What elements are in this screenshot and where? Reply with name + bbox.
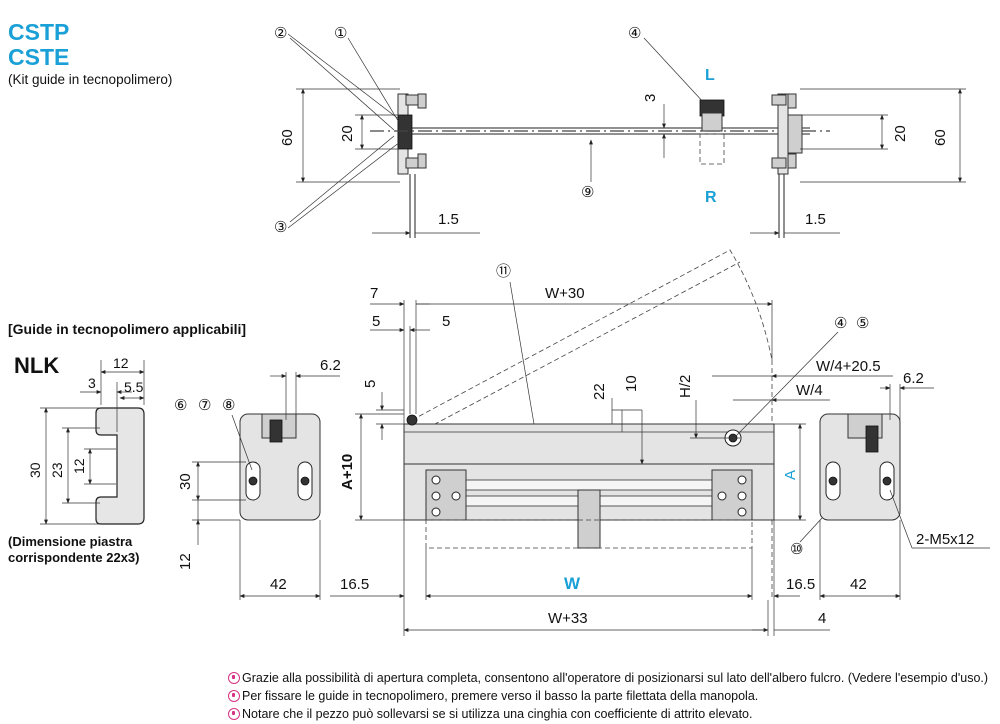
dim-42-left: 42 [270, 576, 287, 593]
callout-8: ⑧ [222, 397, 235, 414]
info-pin-icon [228, 672, 240, 684]
dim-16-5-left: 16.5 [340, 576, 369, 593]
label-m5x12: 2-M5x12 [916, 531, 974, 548]
callout-5: ⑤ [856, 315, 869, 332]
top-view: 60 20 1.5 3 L R 20 60 1.5 ② ① [274, 25, 966, 238]
dim-16-5-right: 16.5 [786, 576, 815, 593]
callout-4-front: ④ [834, 315, 847, 332]
nlk-dim-30: 30 [27, 462, 43, 478]
note-text: Notare che il pezzo può sollevarsi se si… [242, 707, 753, 721]
note-item: Notare che il pezzo può sollevarsi se si… [228, 705, 998, 723]
callout-2: ② [274, 25, 287, 42]
dim-5c: 5 [362, 380, 379, 388]
callout-4-top: ④ [628, 25, 641, 42]
dim-W4: W/4 [796, 382, 823, 399]
product-code-cstp: CSTP [8, 19, 69, 45]
nlk-dim-3: 3 [88, 375, 96, 391]
nlk-note-line1: (Dimensione piastra [8, 534, 133, 549]
dim-left-20: 20 [339, 125, 356, 142]
nlk-dim-5-5: 5.5 [124, 379, 144, 395]
dim-5a: 5 [372, 313, 380, 330]
dim-right-20: 20 [892, 125, 909, 142]
dim-A10: A+10 [339, 454, 356, 490]
dim-H2: H/2 [677, 375, 694, 398]
notes-block: Grazie alla possibilità di apertura comp… [228, 669, 998, 723]
note-text: Grazie alla possibilità di apertura comp… [242, 671, 989, 685]
dim-W4-20-5: W/4+20.5 [816, 358, 881, 375]
applicable-guide-panel: [Guide in tecnopolimero applicabili] NLK… [8, 321, 246, 565]
label-L: L [705, 67, 715, 84]
label-R: R [705, 189, 717, 206]
callout-1: ① [334, 25, 347, 42]
dim-30: 30 [177, 473, 194, 490]
dim-7: 7 [370, 285, 378, 302]
dim-4: 4 [818, 610, 826, 627]
callout-10: ⑩ [790, 541, 803, 558]
nlk-profile [95, 407, 145, 525]
note-text: Per fissare le guide in tecnopolimero, p… [242, 689, 759, 703]
dim-right-1-5: 1.5 [805, 211, 826, 228]
dim-12: 12 [177, 553, 194, 570]
dim-10: 10 [623, 375, 640, 392]
dim-42-right: 42 [850, 576, 867, 593]
dim-right-60: 60 [932, 129, 949, 146]
dim-22: 22 [591, 383, 608, 400]
callout-7: ⑦ [198, 397, 211, 414]
dim-3: 3 [642, 94, 659, 102]
callout-3: ③ [274, 219, 287, 236]
dim-W: W [564, 574, 581, 593]
callout-9: ⑨ [581, 184, 594, 201]
dim-left-1-5: 1.5 [438, 211, 459, 228]
nlk-note-line2: corrispondente 22x3) [8, 550, 140, 565]
info-pin-icon [228, 690, 240, 702]
callout-11: ⑪ [496, 263, 511, 280]
dim-A: A [782, 470, 799, 480]
callout-6: ⑥ [174, 397, 187, 414]
nlk-dim-23: 23 [49, 462, 65, 478]
dim-W33: W+33 [548, 610, 588, 627]
dim-W30: W+30 [545, 285, 585, 302]
note-item: Per fissare le guide in tecnopolimero, p… [228, 687, 998, 705]
dim-6-2-right: 6.2 [903, 370, 924, 387]
dim-6-2-left: 6.2 [320, 357, 341, 374]
product-code-cste: CSTE [8, 44, 69, 70]
dim-left-60: 60 [279, 129, 296, 146]
nlk-dim-12: 12 [113, 355, 129, 371]
nlk-dim-12b: 12 [71, 458, 87, 474]
product-subtitle: (Kit guide in tecnopolimero) [8, 72, 172, 87]
guide-model: NLK [14, 353, 59, 378]
note-item: Grazie alla possibilità di apertura comp… [228, 669, 998, 687]
dim-5b: 5 [442, 313, 450, 330]
applicable-heading: [Guide in tecnopolimero applicabili] [8, 321, 246, 337]
front-view: W+30 7 5 5 5 A+10 A 22 10 [174, 249, 990, 636]
info-pin-icon [228, 708, 240, 720]
